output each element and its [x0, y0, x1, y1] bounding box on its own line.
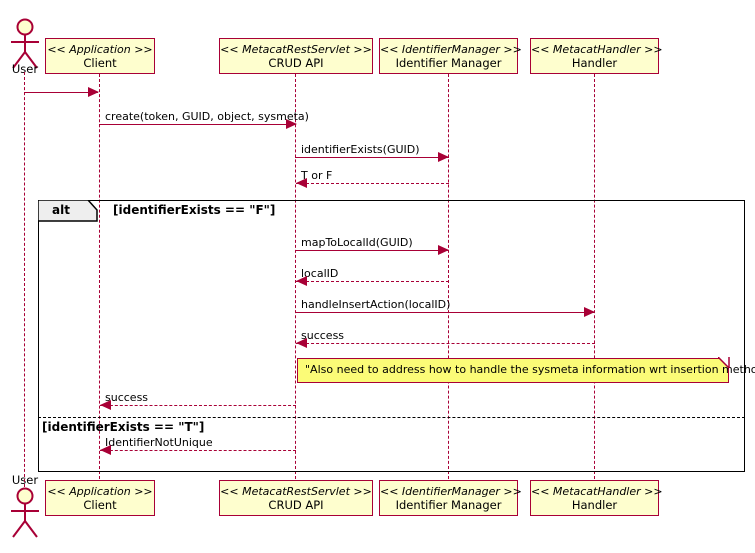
actor-user-top [5, 18, 45, 74]
actor-user-label-top: User [11, 62, 39, 76]
participant-crud-api-name: CRUD API [268, 55, 324, 70]
participant-crud-api-stereotype: << MetacatRestServlet >> [220, 43, 372, 56]
participant-crud-api-bottom[interactable]: << MetacatRestServlet >> CRUD API [219, 480, 373, 516]
participant-identifier-manager-name: Identifier Manager [395, 55, 502, 70]
actor-stick-figure-icon [11, 18, 39, 69]
participant-client-name: Client [83, 55, 117, 70]
lifeline-client [99, 74, 100, 479]
message-success-client-line [100, 405, 296, 406]
participant-handler-top[interactable]: << MetacatHandler >> Handler [530, 38, 663, 74]
participant-identifier-manager-bottom[interactable]: << IdentifierManager >> Identifier Manag… [379, 480, 522, 516]
message-local-id-label: localID [301, 267, 339, 280]
lifeline-handler [594, 74, 595, 479]
message-identifier-not-unique-line [100, 450, 296, 451]
lifeline-user [24, 72, 25, 487]
message-identifier-not-unique-label: IdentifierNotUnique [105, 436, 213, 449]
note-sysmeta: "Also need to address how to handle the … [297, 358, 755, 383]
message-user-to-client-line [24, 92, 98, 93]
participant-identifier-manager-stereotype: << IdentifierManager >> [380, 43, 522, 56]
alt-frame-tab [38, 200, 98, 222]
participant-crud-api-name: CRUD API [268, 497, 324, 512]
message-map-to-local-id-label: mapToLocalId(GUID) [301, 236, 413, 249]
participant-handler-stereotype: << MetacatHandler >> [531, 43, 663, 56]
note-fold-corner-icon [718, 357, 730, 369]
actor-user-bottom [5, 487, 45, 543]
participant-handler-name: Handler [571, 497, 618, 512]
alt-frame-operator-label: alt [52, 203, 70, 217]
message-handle-insert-action-label: handleInsertAction(localID) [301, 298, 451, 311]
message-success-handler-arrowhead [296, 338, 307, 348]
participant-identifier-manager-top[interactable]: << IdentifierManager >> Identifier Manag… [379, 38, 522, 74]
message-create-arrowhead [286, 119, 297, 129]
message-create-line [99, 124, 296, 125]
message-identifier-exists-arrowhead [438, 152, 449, 162]
actor-user-label-bottom: User [11, 473, 39, 487]
message-handle-insert-action-arrowhead [584, 307, 595, 317]
participant-identifier-manager-stereotype: << IdentifierManager >> [380, 485, 522, 498]
message-user-to-client-arrowhead [88, 87, 99, 97]
lifeline-identifier-manager [448, 74, 449, 479]
message-t-or-f-line [296, 183, 449, 184]
participant-client-stereotype: << Application >> [47, 485, 153, 498]
message-success-handler-label: success [301, 329, 345, 342]
participant-handler-stereotype: << MetacatHandler >> [531, 485, 663, 498]
actor-stick-figure-icon [11, 487, 39, 538]
message-t-or-f-arrowhead [296, 178, 307, 188]
participant-crud-api-top[interactable]: << MetacatRestServlet >> CRUD API [219, 38, 373, 74]
message-success-handler-line [296, 343, 595, 344]
message-t-or-f-label: T or F [301, 169, 333, 182]
alt-frame-branch2-condition: [identifierExists == "T"] [42, 420, 205, 434]
participant-client-name: Client [83, 497, 117, 512]
message-success-client-label: success [105, 391, 149, 404]
message-handle-insert-action-line [295, 312, 595, 313]
participant-handler-name: Handler [571, 55, 618, 70]
message-identifier-exists-label: identifierExists(GUID) [301, 143, 420, 156]
participant-client-bottom[interactable]: << Application >> Client [45, 480, 155, 516]
message-identifier-not-unique-arrowhead [100, 445, 111, 455]
alt-frame [38, 200, 745, 472]
message-local-id-arrowhead [296, 276, 307, 286]
message-success-client-arrowhead [100, 400, 111, 410]
participant-handler-bottom[interactable]: << MetacatHandler >> Handler [530, 480, 663, 516]
participant-identifier-manager-name: Identifier Manager [395, 497, 502, 512]
message-create-label: create(token, GUID, object, sysmeta) [105, 110, 309, 123]
alt-frame-divider [38, 417, 745, 418]
message-identifier-exists-line [295, 157, 449, 158]
participant-client-top[interactable]: << Application >> Client [45, 38, 155, 74]
lifeline-crud-api [295, 74, 296, 479]
participant-client-stereotype: << Application >> [47, 43, 153, 56]
message-map-to-local-id-line [295, 250, 449, 251]
message-map-to-local-id-arrowhead [438, 245, 449, 255]
message-local-id-line [296, 281, 449, 282]
participant-crud-api-stereotype: << MetacatRestServlet >> [220, 485, 372, 498]
alt-frame-branch1-condition: [identifierExists == "F"] [113, 203, 276, 217]
